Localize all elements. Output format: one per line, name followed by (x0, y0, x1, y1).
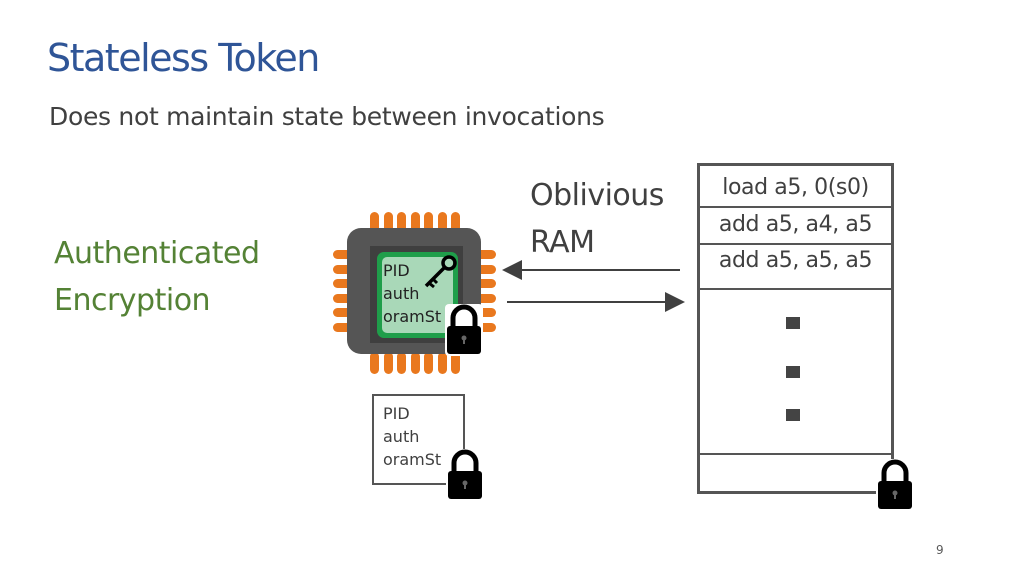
ellipsis-dot (786, 317, 800, 329)
slide-title: Stateless Token (47, 36, 320, 80)
chip-pin (397, 212, 406, 234)
chip-pin (451, 212, 460, 234)
chip-pin (333, 279, 355, 288)
chip-pin (370, 212, 379, 234)
lock-icon (445, 448, 485, 506)
chip-pin (474, 293, 496, 303)
label-line: RAM (530, 225, 595, 260)
ellipsis-dot (786, 409, 800, 421)
chip-pin (474, 308, 496, 317)
state-field: oramSt (383, 450, 442, 469)
chip-pin (437, 212, 447, 234)
chip-pin (474, 322, 496, 332)
state-field: oramSt (383, 307, 442, 326)
lock-icon (444, 303, 484, 361)
chip-pin (370, 352, 379, 374)
state-field: PID (383, 404, 410, 423)
chip-pin (383, 352, 393, 374)
chip-pin (424, 212, 433, 234)
authenticated-encryption-label: Authenticated Encryption (54, 230, 260, 324)
chip-pin (333, 250, 355, 259)
chip-pin (451, 352, 460, 374)
chip-pin (437, 352, 447, 374)
ellipsis-dot (786, 366, 800, 378)
memory-block: load a5, 0(s0) add a5, a4, a5 add a5, a5… (697, 163, 894, 494)
instruction: load a5, 0(s0) (722, 175, 869, 200)
oblivious-ram-label: Oblivious RAM (530, 172, 664, 266)
external-state: PID auth oramSt (383, 402, 441, 471)
chip-pin (333, 293, 355, 303)
chip-pin (333, 264, 355, 274)
lock-icon (875, 458, 915, 516)
label-line: Authenticated (54, 236, 260, 271)
page-number: 9 (936, 543, 944, 557)
state-field: auth (383, 427, 420, 446)
divider (700, 288, 891, 290)
chip-pin (333, 308, 355, 317)
divider (700, 453, 891, 455)
chip-pin (474, 279, 496, 288)
divider (700, 243, 891, 245)
external-state-box (372, 394, 465, 485)
chip-pin (410, 212, 420, 234)
label-line: Oblivious (530, 178, 664, 213)
chip-pin (474, 264, 496, 274)
chip-state: PID auth oramSt (383, 259, 441, 328)
label-line: Encryption (54, 283, 211, 318)
key-icon (424, 255, 457, 289)
divider (700, 206, 891, 208)
instruction: add a5, a5, a5 (718, 248, 873, 273)
state-field: PID (383, 261, 410, 280)
chip-pin (333, 322, 355, 332)
chip-pin (424, 352, 433, 374)
chip-pin (410, 352, 420, 374)
chip-pin (397, 352, 406, 374)
chip-pin (383, 212, 393, 234)
chip-pin (474, 250, 496, 259)
slide-subtitle: Does not maintain state between invocati… (49, 102, 605, 131)
state-field: auth (383, 284, 420, 303)
instruction: add a5, a4, a5 (718, 212, 873, 237)
